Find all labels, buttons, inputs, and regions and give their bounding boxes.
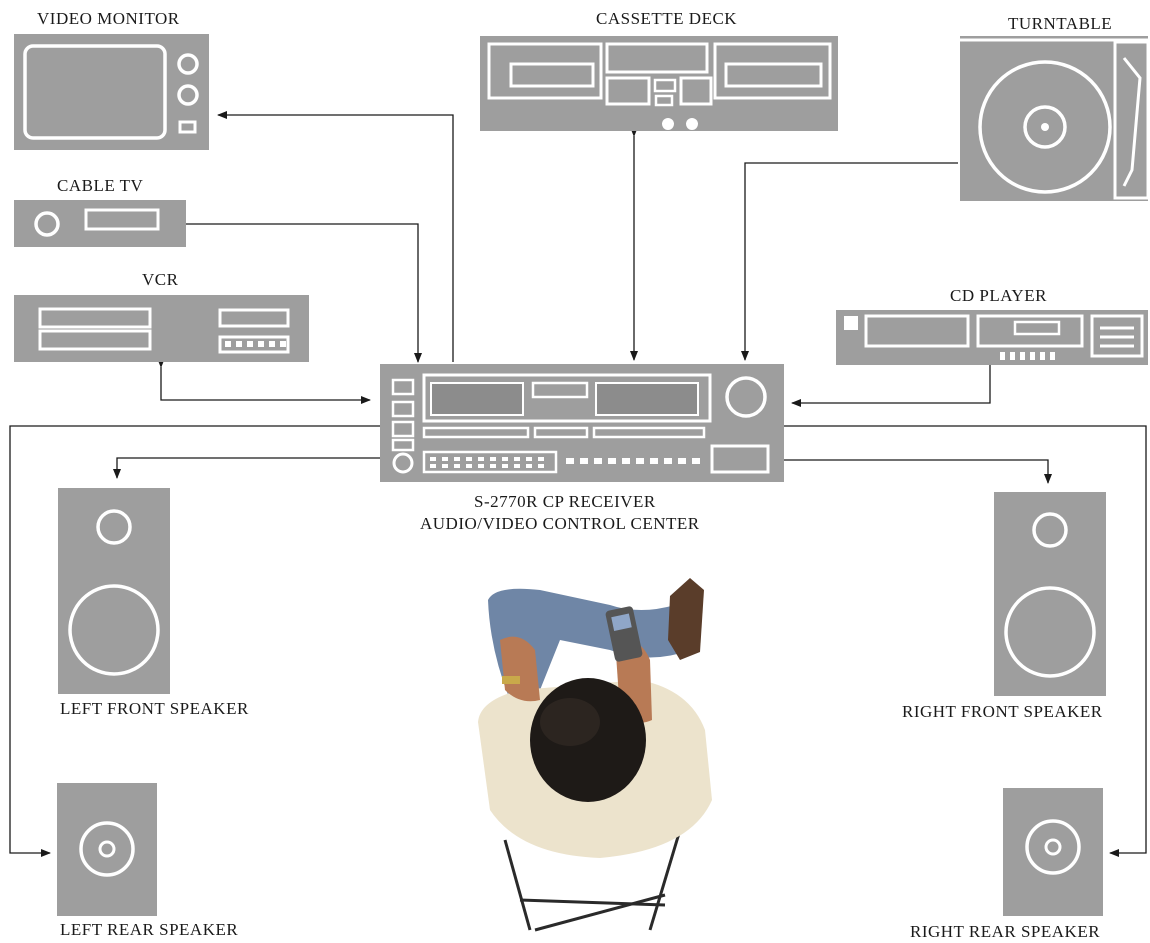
cable-tv-label: CABLE TV [57,176,143,196]
wire-vcr-receiver [161,367,370,400]
left-front-speaker [58,488,170,694]
video-monitor [14,34,209,150]
vcr [14,295,309,362]
cable-tv [14,200,186,247]
cassette-deck [480,36,838,131]
right-front-speaker [994,492,1106,696]
wire-receiver-to-left-front [117,458,380,478]
receiver [380,364,784,482]
turntable [960,36,1148,201]
receiver-label-line1: S-2770R CP RECEIVER [474,492,656,512]
receiver-label-line2: AUDIO/VIDEO CONTROL CENTER [420,514,700,534]
right-rear-speaker-label: RIGHT REAR SPEAKER [910,922,1100,942]
video-monitor-label: VIDEO MONITOR [37,9,180,29]
person-with-remote-illustration [478,578,712,930]
left-rear-speaker [57,783,157,916]
wire-receiver-to-right-front [784,460,1048,483]
right-rear-speaker [1003,788,1103,916]
left-rear-speaker-label: LEFT REAR SPEAKER [60,920,238,940]
cassette-deck-label: CASSETTE DECK [596,9,737,29]
left-front-speaker-label: LEFT FRONT SPEAKER [60,699,249,719]
cd-player-label: CD PLAYER [950,286,1047,306]
turntable-label: TURNTABLE [1008,14,1112,34]
right-front-speaker-label: RIGHT FRONT SPEAKER [902,702,1103,722]
cd-player [836,310,1148,365]
wire-cd-to-receiver [792,363,990,403]
vcr-label: VCR [142,270,178,290]
